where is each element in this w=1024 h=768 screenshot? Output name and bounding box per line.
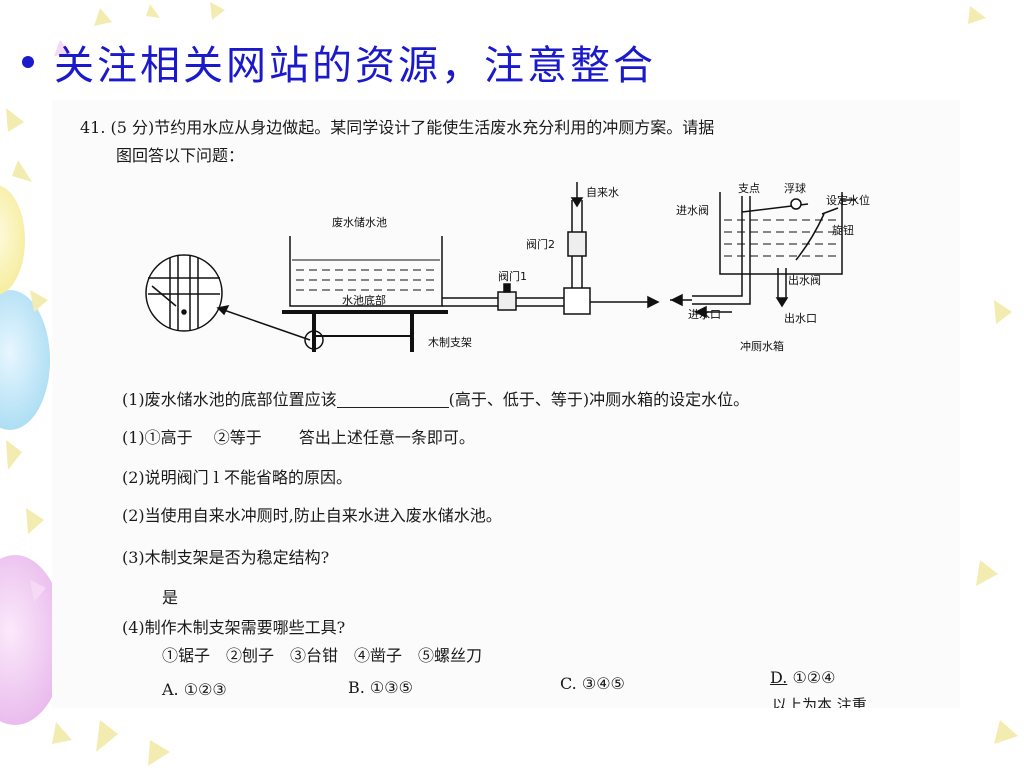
label-float-ball: 浮球 [784,181,806,195]
q1-blank [336,393,449,408]
label-outlet-valve: 出水阀 [788,273,821,287]
option-d: D. ①②④ [770,670,835,686]
flush-tank [670,192,856,319]
question-number: 41. [80,118,106,137]
scanned-exam-image: 41. (5 分)节约用水应从身边做起。某同学设计了能使生活废水充分利用的冲厕方… [52,100,960,708]
bullet-dot-icon [22,56,34,68]
pipe-system [442,182,660,315]
label-pool-bottom: 水池底部 [342,293,386,307]
label-tap-water: 自来水 [586,186,619,199]
balloon-pink-shape [0,555,65,725]
tools-line: ①锯子 ②刨子 ③台钳 ④凿子 ⑤螺丝刀 [162,646,483,665]
toilet-water-diagram: 废水储水池 水池底部 木制支架 自来水 阀门2 阀门1 支点 浮球 设定水位 进… [145,181,870,353]
cut-off-text: ……以上为本,注重 [742,696,867,709]
slide-title-text: 关注相关网站的资源，注意整合 [54,43,656,89]
option-d-letter: D. [770,668,788,687]
q1-prefix: (1)废水储水池的底部位置应该 [122,390,337,409]
label-fulcrum: 支点 [738,182,760,195]
q3-line: (3)木制支架是否为稳定结构? [122,548,330,567]
joint-detail-circle [145,254,311,341]
q1-suffix: (高于、低于、等于)冲厕水箱的设定水位。 [448,390,750,409]
q1-line: (1)废水储水池的底部位置应该 (高于、低于、等于)冲厕水箱的设定水位。 [122,392,749,408]
q2-line: (2)说明阀门 l 不能省略的原因。 [122,468,352,487]
label-waste-pool: 废水储水池 [332,215,387,229]
option-a: A. ①②③ [162,680,227,699]
label-inlet-valve: 进水阀 [676,203,709,217]
balloon-yellow-shape [0,185,25,295]
label-valve2: 阀门2 [526,237,555,251]
option-c: C. ③④⑤ [560,674,625,693]
label-set-level: 设定水位 [826,193,870,207]
q4-line: (4)制作木制支架需要哪些工具? [122,618,346,637]
a1-line: (1)①高于 ②等于 答出上述任意一条即可。 [122,428,475,447]
label-valve1: 阀门1 [498,269,527,283]
label-outlet: 出水口 [784,311,817,325]
waste-water-pool [282,236,448,352]
label-tank: 冲厕水箱 [740,339,784,353]
slide-title: 关注相关网站的资源，注意整合 [22,30,656,94]
balloon-blue-shape [0,290,50,430]
a2-line: (2)当使用自来水冲厕时,防止自来水进入废水储水池。 [122,506,502,525]
question-intro-line1: 41. (5 分)节约用水应从身边做起。某同学设计了能使生活废水充分利用的冲厕方… [80,120,714,136]
question-intro-text: (5 分)节约用水应从身边做起。某同学设计了能使生活废水充分利用的冲厕方案。请据 [110,118,715,137]
a3-line: 是 [162,588,179,607]
label-wood-frame: 木制支架 [428,336,472,349]
question-intro-line2: 图回答以下问题： [116,146,245,165]
option-d-value: ①②④ [792,668,836,687]
option-b: B. ①③⑤ [348,678,413,697]
label-knob: 旋钮 [832,223,854,237]
label-inlet: 进水口 [688,308,721,321]
